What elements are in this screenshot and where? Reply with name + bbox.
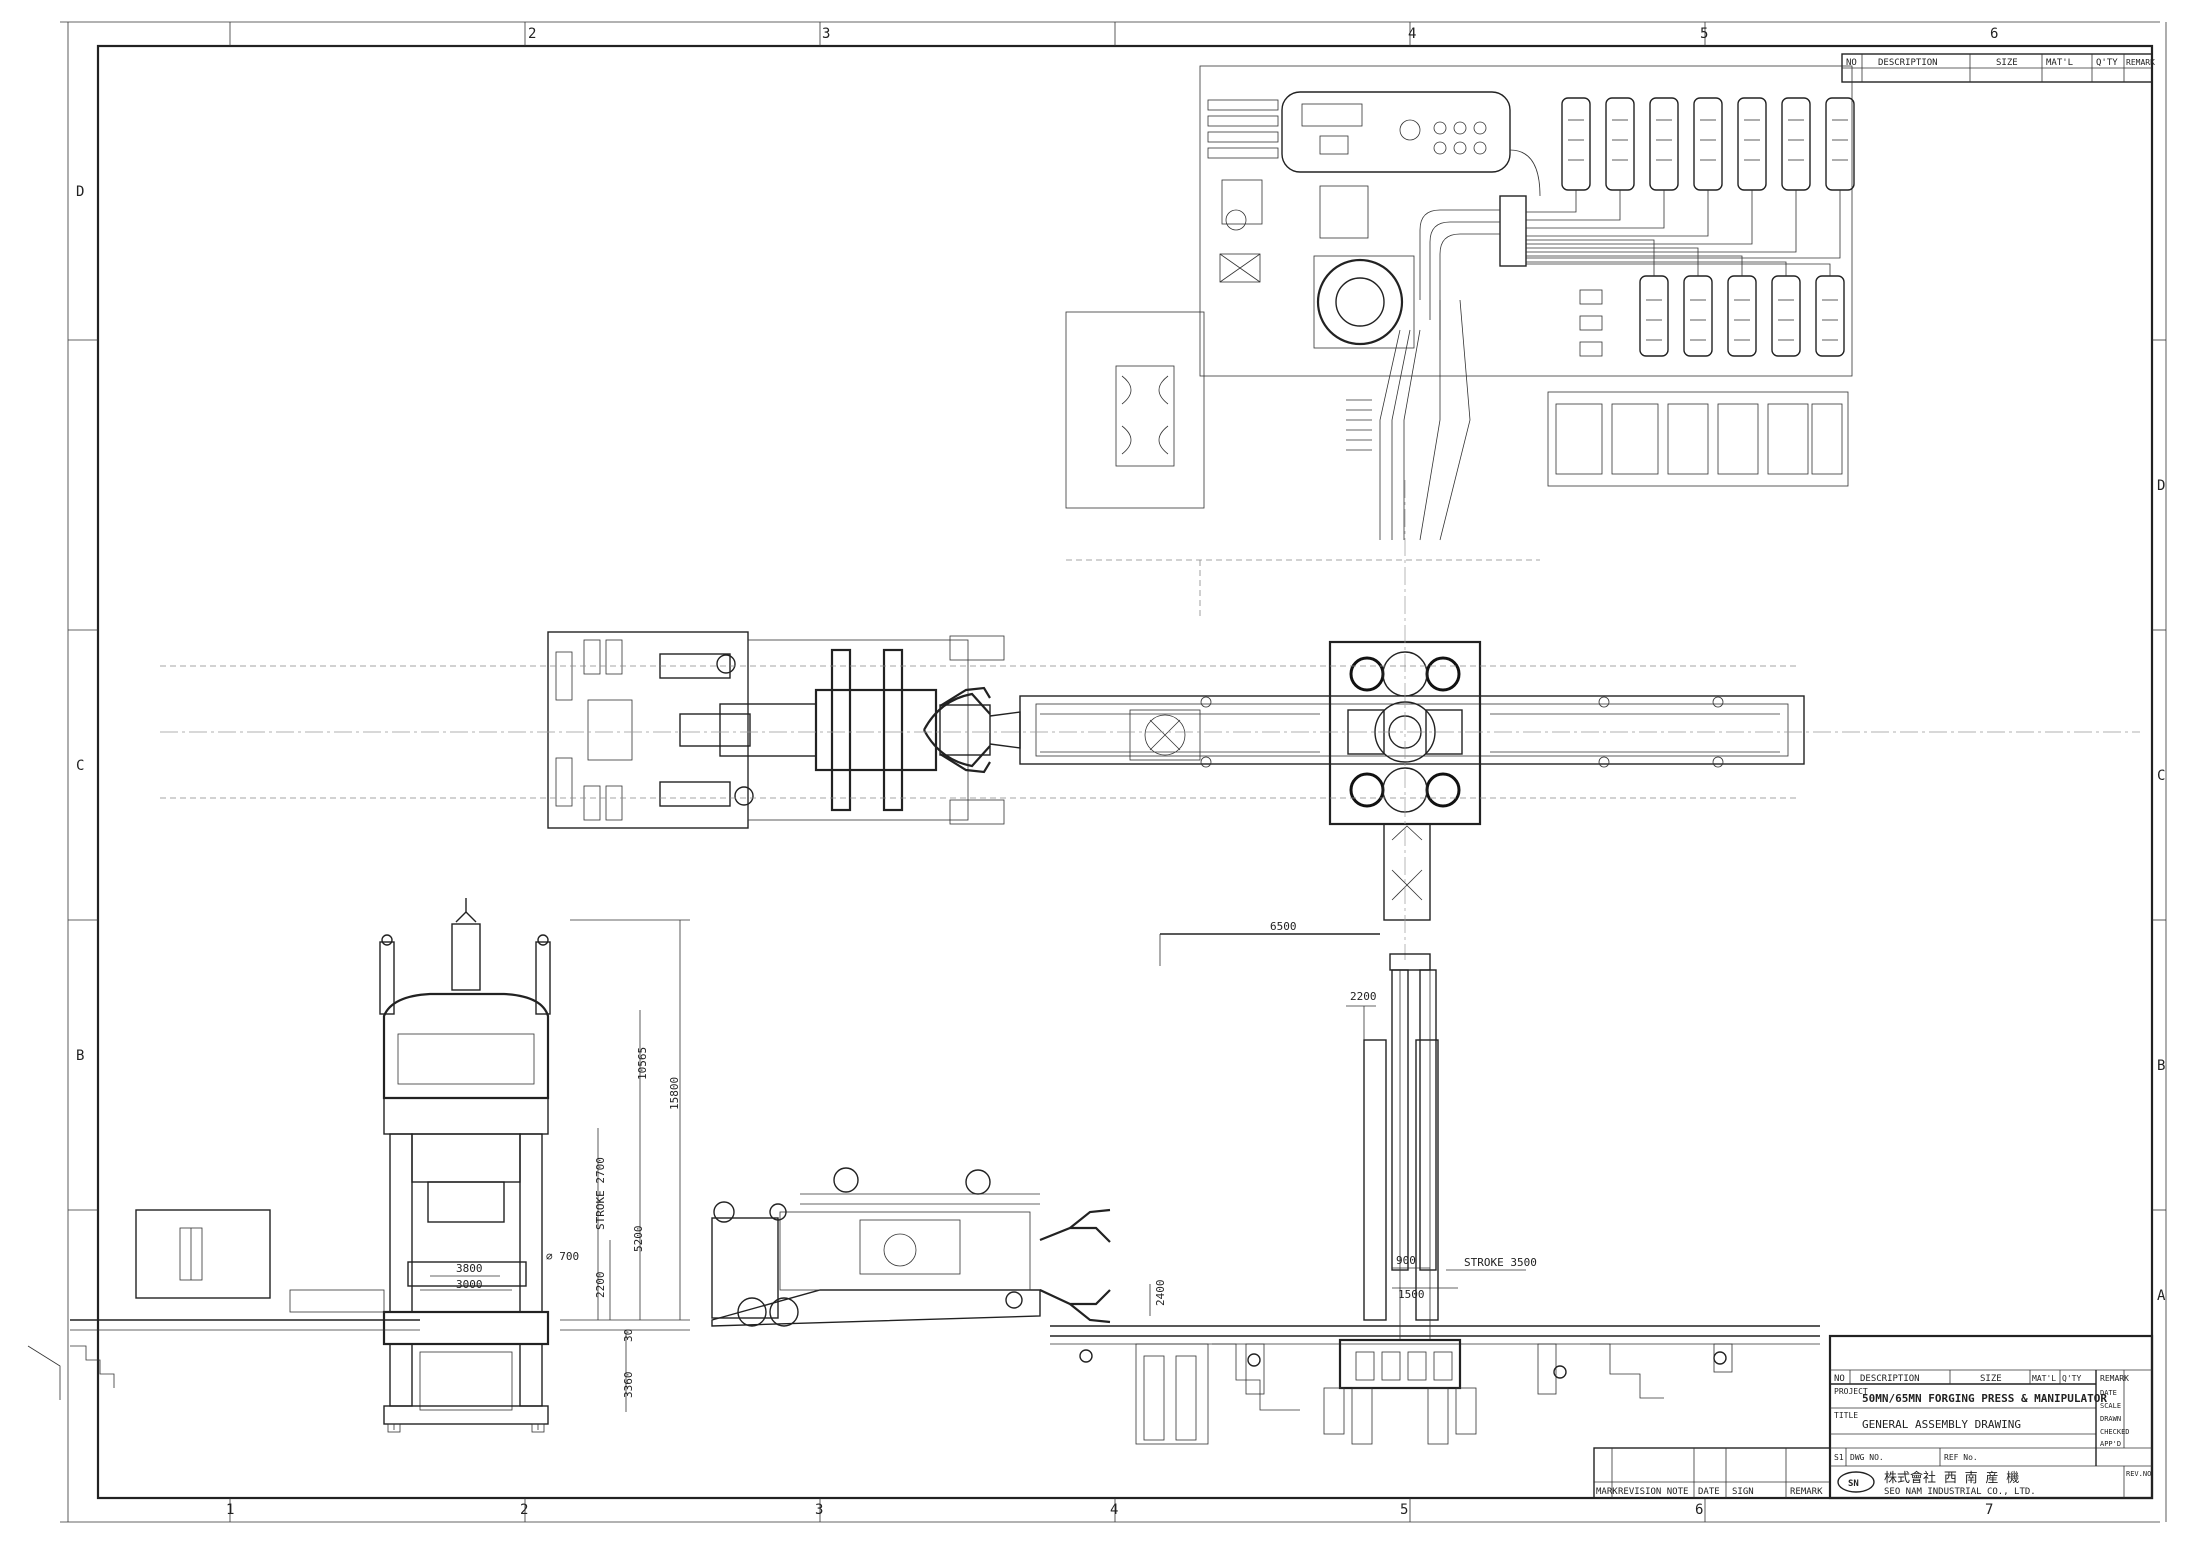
rev-description-header: DESCRIPTION (1878, 58, 1938, 68)
rail-track (1050, 1325, 1820, 1445)
rev-remark-header: REMARK (1790, 1487, 1823, 1497)
company-logo-icon (1837, 1471, 1875, 1493)
rev-mat-header: MAT'L (2046, 58, 2073, 68)
title-block: NO DESCRIPTION SIZE MAT'L Q'TY REMARK PR… (1828, 1334, 2154, 1500)
zone-label-bottom: 1 (226, 1502, 234, 1518)
dimension-plan-width: 6500 (1270, 920, 1297, 933)
tb-mat-header: MAT'L (2032, 1374, 2056, 1383)
rev-size-header: SIZE (1996, 58, 2018, 68)
zone-label-top: 6 (1990, 26, 1998, 42)
row-label-left: D (76, 184, 84, 200)
row-label-left: C (76, 758, 84, 774)
tb-project-label: PROJECT (1834, 1387, 1868, 1396)
drawing-title: GENERAL ASSEMBLY DRAWING (1862, 1418, 2021, 1431)
rev-note-header: REVISION NOTE (1618, 1487, 1688, 1497)
row-label-right: A (2157, 1288, 2166, 1304)
tb-rev-label: REV.NO (2126, 1470, 2151, 1478)
dimension-press-stroke: STROKE 2700 (594, 1157, 607, 1230)
row-label-right: C (2157, 768, 2165, 784)
project-title: 50MN/65MN FORGING PRESS & MANIPULATOR (1862, 1392, 2107, 1405)
zone-label-bottom: 5 (1400, 1502, 1408, 1518)
zone-label-bottom: 3 (815, 1502, 823, 1518)
dimension-mast-base: 1500 (1398, 1288, 1425, 1301)
dimension-bolster: 2200 (594, 1272, 607, 1299)
tb-title-label: TITLE (1834, 1411, 1858, 1420)
tb-remark-header: REMARK (2100, 1374, 2129, 1383)
company-logo-text: SN (1848, 1479, 1859, 1489)
row-label-right: D (2157, 478, 2165, 494)
row-label-right: B (2157, 1058, 2165, 1074)
drawing-frame: 2 3 4 5 6 1 2 3 4 5 6 7 D C B D C B A (60, 21, 2167, 1523)
mast-elevation: 2200 900 1500 STROKE 3500 (1323, 953, 1537, 1445)
revision-table-top: NO DESCRIPTION SIZE MAT'L Q'TY REMARK (1841, 53, 2155, 83)
zone-label-bottom: 6 (1695, 1502, 1703, 1518)
tb-ref-no-label: REF No. (1944, 1453, 1978, 1462)
tb-side-drawn: DRAWN (2100, 1415, 2121, 1423)
dimension-manip-height: 2400 (1154, 1280, 1167, 1307)
tb-side-approved: APP'D (2100, 1440, 2121, 1448)
hydraulic-plant-layout (1065, 65, 1855, 620)
rev-sign-header: SIGN (1732, 1487, 1754, 1497)
zone-label-bottom: 7 (1985, 1502, 1993, 1518)
dimension-below-floor: 3360 (622, 1372, 635, 1399)
dimension-width-inner: 3000 (456, 1278, 483, 1291)
tb-side-date: DATE (2100, 1389, 2117, 1397)
dimension-floor: 30 (622, 1329, 635, 1342)
dimension-column-dia: ⌀ 700 (546, 1250, 579, 1263)
tb-description-header: DESCRIPTION (1860, 1374, 1920, 1384)
manipulator-elevation: 2400 (711, 1167, 1167, 1327)
company-name: SEO NAM INDUSTRIAL CO., LTD. (1884, 1487, 2036, 1497)
tb-dwg-no-label: DWG NO. (1850, 1453, 1884, 1462)
rev-mark-header: MARK (1596, 1487, 1618, 1497)
tb-scale-row: S1 (1834, 1453, 1844, 1462)
zone-label-bottom: 2 (520, 1502, 528, 1518)
rev-remark-header: REMARK (2126, 58, 2155, 67)
row-label-left: B (76, 1048, 84, 1064)
tong-plan (923, 686, 991, 774)
zone-label-bottom: 4 (1110, 1502, 1118, 1518)
dimension-mast-offset: 900 (1396, 1254, 1416, 1267)
rev-date-header: DATE (1698, 1487, 1720, 1497)
dimension-table-height: 5200 (632, 1226, 645, 1253)
tb-qty-header: Q'TY (2062, 1374, 2081, 1383)
zone-label-top: 3 (822, 26, 830, 42)
tong-elevation (1039, 1208, 1111, 1324)
zone-label-top: 2 (528, 26, 536, 42)
tb-size-header: SIZE (1980, 1374, 2002, 1384)
tb-side-checked: CHECKED (2100, 1428, 2130, 1436)
dimension-width-outer: 3800 (456, 1262, 483, 1275)
company-name-native: 株式會社 西 南 産 機 (1884, 1470, 2019, 1486)
press-elevation: 15800 10565 STROKE 2700 5200 2200 30 336… (27, 898, 690, 1433)
manipulator-plan-view (547, 631, 1021, 829)
zone-label-top: 5 (1700, 26, 1708, 42)
revision-table-bottom: MARK REVISION NOTE DATE SIGN REMARK (1593, 1447, 1831, 1499)
dimension-press-total-height: 15800 (668, 1077, 681, 1110)
press-plan-view: 6500 (160, 480, 2140, 966)
zone-label-top: 4 (1408, 26, 1416, 42)
tb-side-scale: SCALE (2100, 1402, 2121, 1410)
dimension-mast-stroke: STROKE 3500 (1464, 1256, 1537, 1269)
rev-no-header: NO (1846, 58, 1857, 68)
tb-no-header: NO (1834, 1374, 1845, 1384)
rev-qty-header: Q'TY (2096, 58, 2118, 68)
dimension-press-upper: 10565 (636, 1047, 649, 1080)
dimension-mast-width: 2200 (1350, 990, 1377, 1003)
